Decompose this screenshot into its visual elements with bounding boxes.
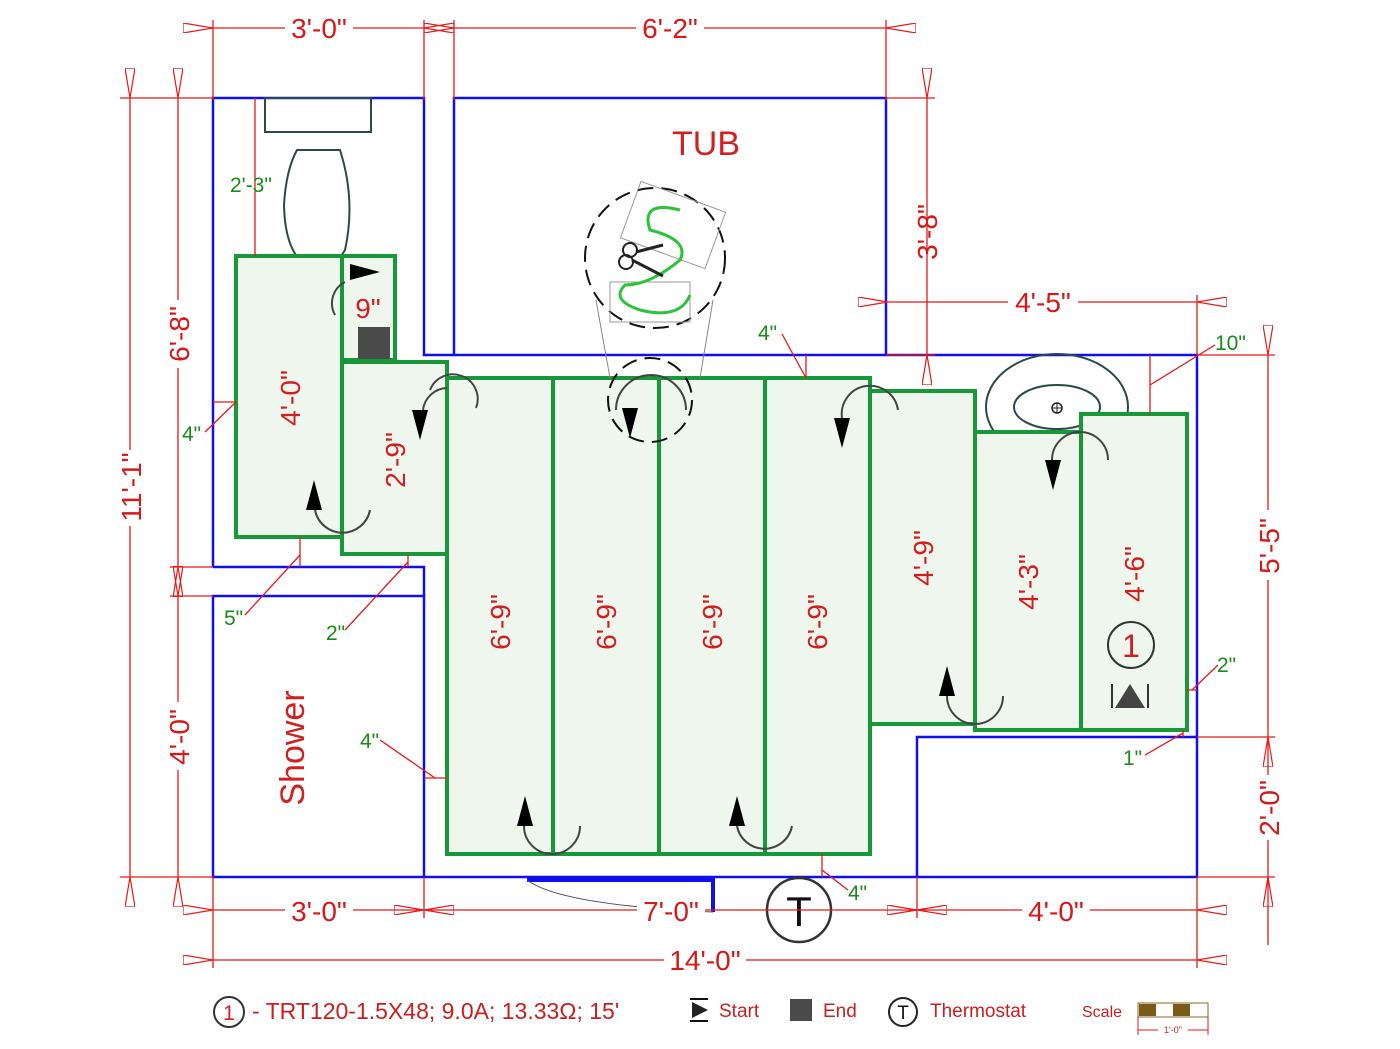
mat-6: [657, 376, 767, 856]
clearance-shower-4in: 4": [360, 730, 379, 753]
legend-thermostat: Thermostat: [930, 1001, 1027, 1022]
mat-3: [340, 360, 449, 556]
mat-5: [551, 376, 661, 856]
clearance-vanity-10in: 10": [1215, 332, 1246, 355]
clearance-bottom-4in: 4": [848, 882, 867, 905]
thermostat-icon: T: [897, 1003, 909, 1024]
mat-length-label: 4'-6": [1119, 546, 1150, 602]
mat-length-label: 4'-9": [908, 530, 939, 586]
dim-bottom-middle: 7'-0": [643, 896, 699, 927]
scissors-icon: [618, 242, 664, 278]
dim-top-left: 3'-0": [291, 13, 347, 44]
dim-left-total: 11'-1": [116, 452, 147, 521]
dim-right-upper: 4'-5": [1015, 287, 1071, 318]
dim-top-middle: 6'-2": [642, 13, 698, 44]
dim-left-upper: 6'-8": [164, 306, 195, 362]
clearance-left-4in: 4": [182, 423, 201, 446]
dim-tub-depth: 3'-8": [912, 204, 943, 260]
door: [527, 878, 715, 912]
end-icon: [790, 999, 812, 1021]
start-marker-icon: [350, 264, 380, 280]
clearance-right-1in: 1": [1123, 747, 1142, 770]
dim-right-lower: 2'-0": [1254, 780, 1285, 836]
start-icon: [690, 998, 708, 1022]
mat-length-label: 4'-3": [1013, 554, 1044, 610]
end-marker-icon: [358, 327, 390, 359]
legend-cable-spec: - TRT120-1.5X48; 9.0A; 13.33Ω; 15': [252, 998, 619, 1024]
mat-length-label: 6'-9": [802, 594, 833, 650]
tub-label: TUB: [672, 125, 740, 163]
scale-bar: 1'-0": [1137, 1002, 1209, 1035]
clearance-left-5in: 5": [224, 607, 243, 630]
dim-bottom-right: 4'-0": [1028, 896, 1084, 927]
legend-scale: Scale: [1082, 1004, 1122, 1021]
mat-labels: 4'-0" 9" 2'-9" 6'-9" 6'-9" 6'-9" 6'-9" 4…: [275, 293, 1150, 650]
mat-7: [763, 376, 872, 856]
thermostat-symbol: T: [786, 888, 812, 935]
clearance-right-2in: 2": [1217, 654, 1236, 677]
mat-length-label: 6'-9": [485, 594, 516, 650]
clearance-tub-4in: 4": [758, 322, 777, 345]
mat-length-label: 9": [355, 293, 381, 324]
legend-end: End: [823, 1001, 857, 1022]
dimension-labels: 3'-0" 6'-2" 3'-8" 4'-5" 11'-1" 6'-8" 4'-…: [116, 12, 1285, 976]
dim-left-lower: 4'-0": [164, 709, 195, 765]
mat-length-label: 2'-9": [380, 432, 411, 488]
dim-bottom-total: 14'-0": [669, 945, 740, 976]
direction-arrows: [306, 281, 1109, 855]
mat-length-label: 6'-9": [591, 594, 622, 650]
circuit-number: 1: [1122, 628, 1140, 664]
mat-10: [1079, 412, 1189, 732]
clearance-labels: 2'-3" 4" 4" 10" 5" 2" 4" 2" 1" 4": [182, 174, 1246, 905]
heating-mats: [234, 254, 1189, 856]
shower-label: Shower: [274, 690, 312, 805]
mat-length-label: 6'-9": [697, 594, 728, 650]
circuit-marker: 1: [1107, 621, 1155, 708]
legend-circuit-number: 1: [223, 1002, 235, 1025]
legend: 1 - TRT120-1.5X48; 9.0A; 13.33Ω; 15' Sta…: [213, 996, 1209, 1035]
mat-9: [973, 430, 1083, 732]
mat-1: [234, 254, 344, 539]
toilet: [264, 97, 372, 271]
power-lead-icon: [1115, 684, 1145, 708]
dim-bottom-left: 3'-0": [291, 896, 347, 927]
scale-value: 1'-0": [1164, 1025, 1182, 1035]
cut-and-turn-detail: [584, 180, 727, 443]
legend-start: Start: [719, 1001, 760, 1022]
clearance-left-2in: 2": [326, 622, 345, 645]
mat-length-label: 4'-0": [275, 370, 306, 426]
clearance-toilet: 2'-3": [230, 174, 272, 197]
mat-4: [445, 376, 555, 856]
dim-right-mid: 5'-5": [1254, 518, 1285, 574]
